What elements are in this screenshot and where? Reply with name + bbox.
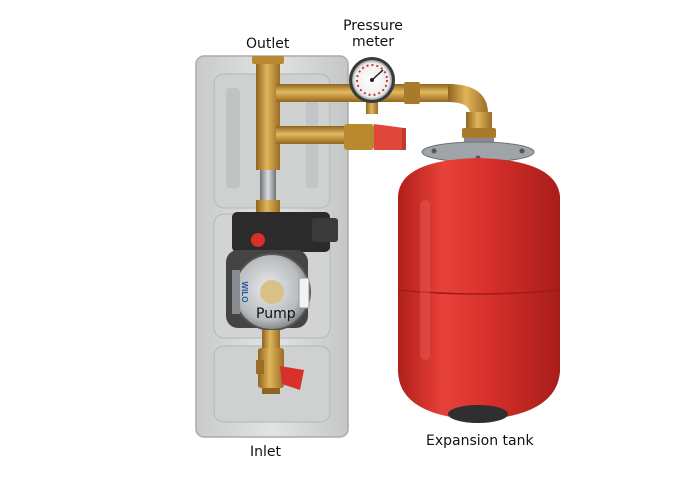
inlet-valve — [256, 330, 304, 394]
safety-valve — [344, 124, 406, 150]
expansion-tank-label: Expansion tank — [426, 433, 534, 449]
pressure-meter-label: Pressure meter — [336, 18, 410, 50]
circulation-pump — [226, 212, 338, 331]
pressure-meter-label-line1: Pressure — [343, 18, 403, 34]
inlet-label: Inlet — [250, 444, 281, 460]
expansion-tank — [397, 141, 561, 423]
pressure-meter — [349, 57, 395, 114]
outlet-label: Outlet — [246, 36, 290, 52]
tank-connection-pipe — [398, 82, 496, 150]
pressure-meter-label-line2: meter — [351, 34, 395, 50]
pump-label: Pump — [256, 306, 296, 322]
